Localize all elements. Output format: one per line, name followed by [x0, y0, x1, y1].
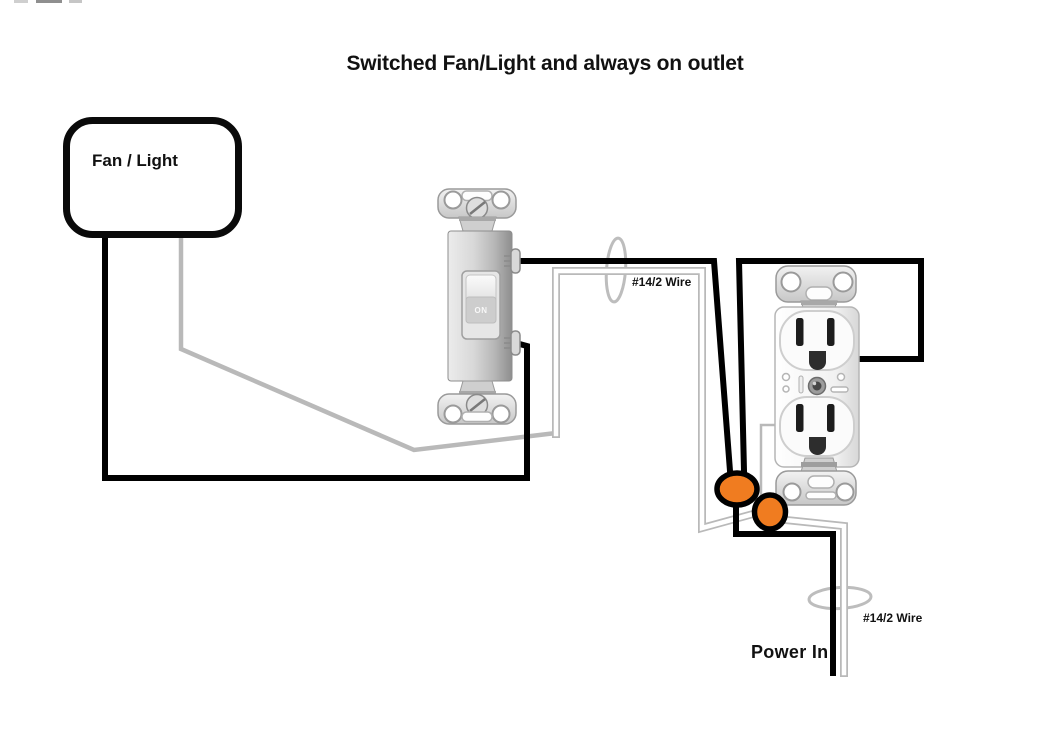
- wire-neutral-powerin-core: [783, 517, 847, 676]
- switch-toggle-on-text: ON: [475, 306, 488, 315]
- switch-toggle: ON: [461, 270, 501, 340]
- outlet-lower-slot-right: [827, 404, 835, 432]
- switch-top-strap-hole-right: [491, 190, 511, 210]
- outlet-bottom-strap-hbar: [805, 491, 837, 500]
- switch-bottom-screw-slot: [469, 398, 486, 412]
- wire-black-fanlight-to-switch: [102, 227, 530, 481]
- outlet-bottom-strap-hole-left: [782, 482, 802, 502]
- outlet-bottom-strap-hole-right: [835, 482, 855, 502]
- switch-top-neck-band: [459, 217, 496, 221]
- terminal-screw-head: [510, 248, 521, 274]
- outlet-top-neck-band: [801, 301, 837, 305]
- outlet-bottom-strap-slot: [807, 475, 835, 489]
- switch-bottom-neck-band: [459, 391, 496, 395]
- switch-terminal-bottom: [504, 330, 521, 356]
- outlet-top-strap-slot: [805, 286, 833, 301]
- outlet-bottom-strap: [775, 457, 857, 506]
- wire-black-powerin: [733, 499, 836, 676]
- diagram-title: Switched Fan/Light and always on outlet: [346, 52, 744, 75]
- outlet-upper-slot-right: [827, 318, 835, 346]
- wire-nuts: [714, 470, 789, 532]
- wire-neutral-outlet-lead: [759, 423, 780, 498]
- power-in-label: Power In: [751, 642, 829, 662]
- outlet-band-hole: [781, 372, 791, 382]
- wire-label-top: #14/2 Wire: [632, 275, 692, 289]
- outlet-top-strap-hole-left: [780, 271, 802, 293]
- fan-light-box: [63, 117, 242, 238]
- switch-top-screw-slot: [469, 201, 486, 215]
- outlet-band-hole: [782, 385, 790, 393]
- outlet-top-strap-hole-right: [832, 271, 854, 293]
- wire-neutral-cable-core: [553, 268, 756, 531]
- switch-toggle-face: [465, 296, 497, 324]
- hot-wires: [102, 227, 924, 676]
- wire-neutral-fanlight-run: [178, 228, 559, 453]
- outlet-band-hbar: [830, 386, 849, 393]
- outlet-lower-ground-hole: [809, 437, 826, 455]
- switch-bottom-strap-hole-right: [491, 404, 511, 424]
- toggle-switch: ON: [437, 188, 521, 425]
- switch-bottom-strap-hole-left: [443, 404, 463, 424]
- outlet-top-strap: [775, 265, 857, 315]
- outlet-upper-receptacle: [779, 310, 855, 371]
- terminal-screw-head: [510, 330, 521, 356]
- outlet-lower-slot-left: [796, 404, 804, 432]
- wire-nut-black-conductors: [714, 470, 760, 508]
- outlet-lower-receptacle: [779, 396, 855, 457]
- outlet-upper-ground-hole: [809, 351, 826, 370]
- outlet-center-band: [781, 372, 849, 396]
- outlet-band-hole: [836, 372, 846, 382]
- duplex-outlet: [774, 265, 860, 506]
- outlet-center-screw-highlight: [812, 381, 817, 386]
- switch-top-strap: [437, 188, 517, 232]
- switch-bottom-strap: [437, 380, 517, 425]
- outlet-band-vslot: [798, 375, 804, 394]
- neutral-wires: [178, 228, 848, 677]
- wire-label-bottom: #14/2 Wire: [863, 611, 923, 625]
- wire-nut-white-conductors: [751, 492, 789, 532]
- wire-black-switch-to-nut: [508, 258, 734, 475]
- switch-terminal-top: [504, 248, 521, 274]
- outlet-upper-slot-left: [796, 318, 804, 346]
- outlet-bottom-neck-band: [801, 462, 837, 467]
- switch-bottom-strap-slot: [461, 411, 493, 423]
- wire-black-nut-to-outlet: [735, 258, 924, 475]
- switch-top-strap-hole-left: [443, 190, 463, 210]
- fan-light-label: Fan / Light: [92, 151, 178, 170]
